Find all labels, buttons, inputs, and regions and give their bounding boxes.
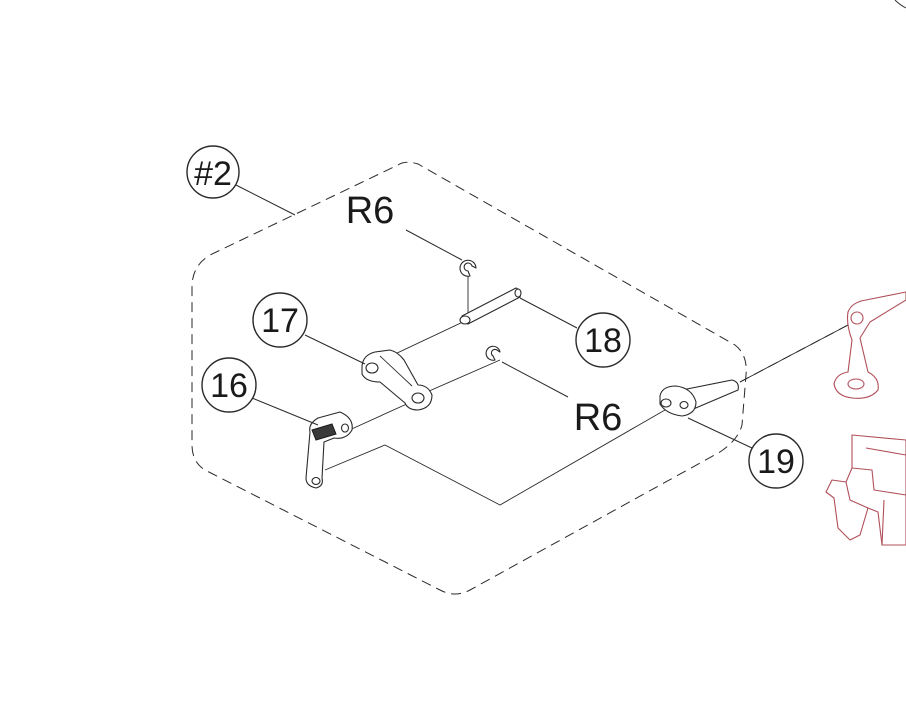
callout-r6-mid-label: R6 <box>574 397 623 439</box>
adjacent-housing <box>825 434 906 546</box>
callout-16-label: 16 <box>210 367 248 405</box>
corner-arc <box>894 0 906 9</box>
callout-18-label: 18 <box>584 322 622 360</box>
callout-r6-top: R6 <box>346 190 463 261</box>
e-ring-top <box>459 259 477 277</box>
callout-17: 17 <box>252 292 366 365</box>
adjacent-link-arm <box>833 291 906 399</box>
callout-19: 19 <box>687 417 804 489</box>
assembly-boundary <box>191 161 747 595</box>
callout-r6-mid: R6 <box>501 361 623 439</box>
part-19-shaft <box>659 379 739 417</box>
callout-16: 16 <box>201 357 319 426</box>
part-17-link <box>361 349 433 411</box>
callout-r6-top-label: R6 <box>346 190 395 232</box>
callout-19-label: 19 <box>757 443 795 481</box>
part-16-lever <box>305 411 353 489</box>
callout-18: 18 <box>519 297 631 368</box>
part-18-pin <box>459 287 522 325</box>
group-callout-label: #2 <box>194 155 232 193</box>
group-callout: #2 <box>186 145 296 216</box>
e-ring-mid <box>485 345 501 361</box>
callout-17-label: 17 <box>261 302 299 340</box>
